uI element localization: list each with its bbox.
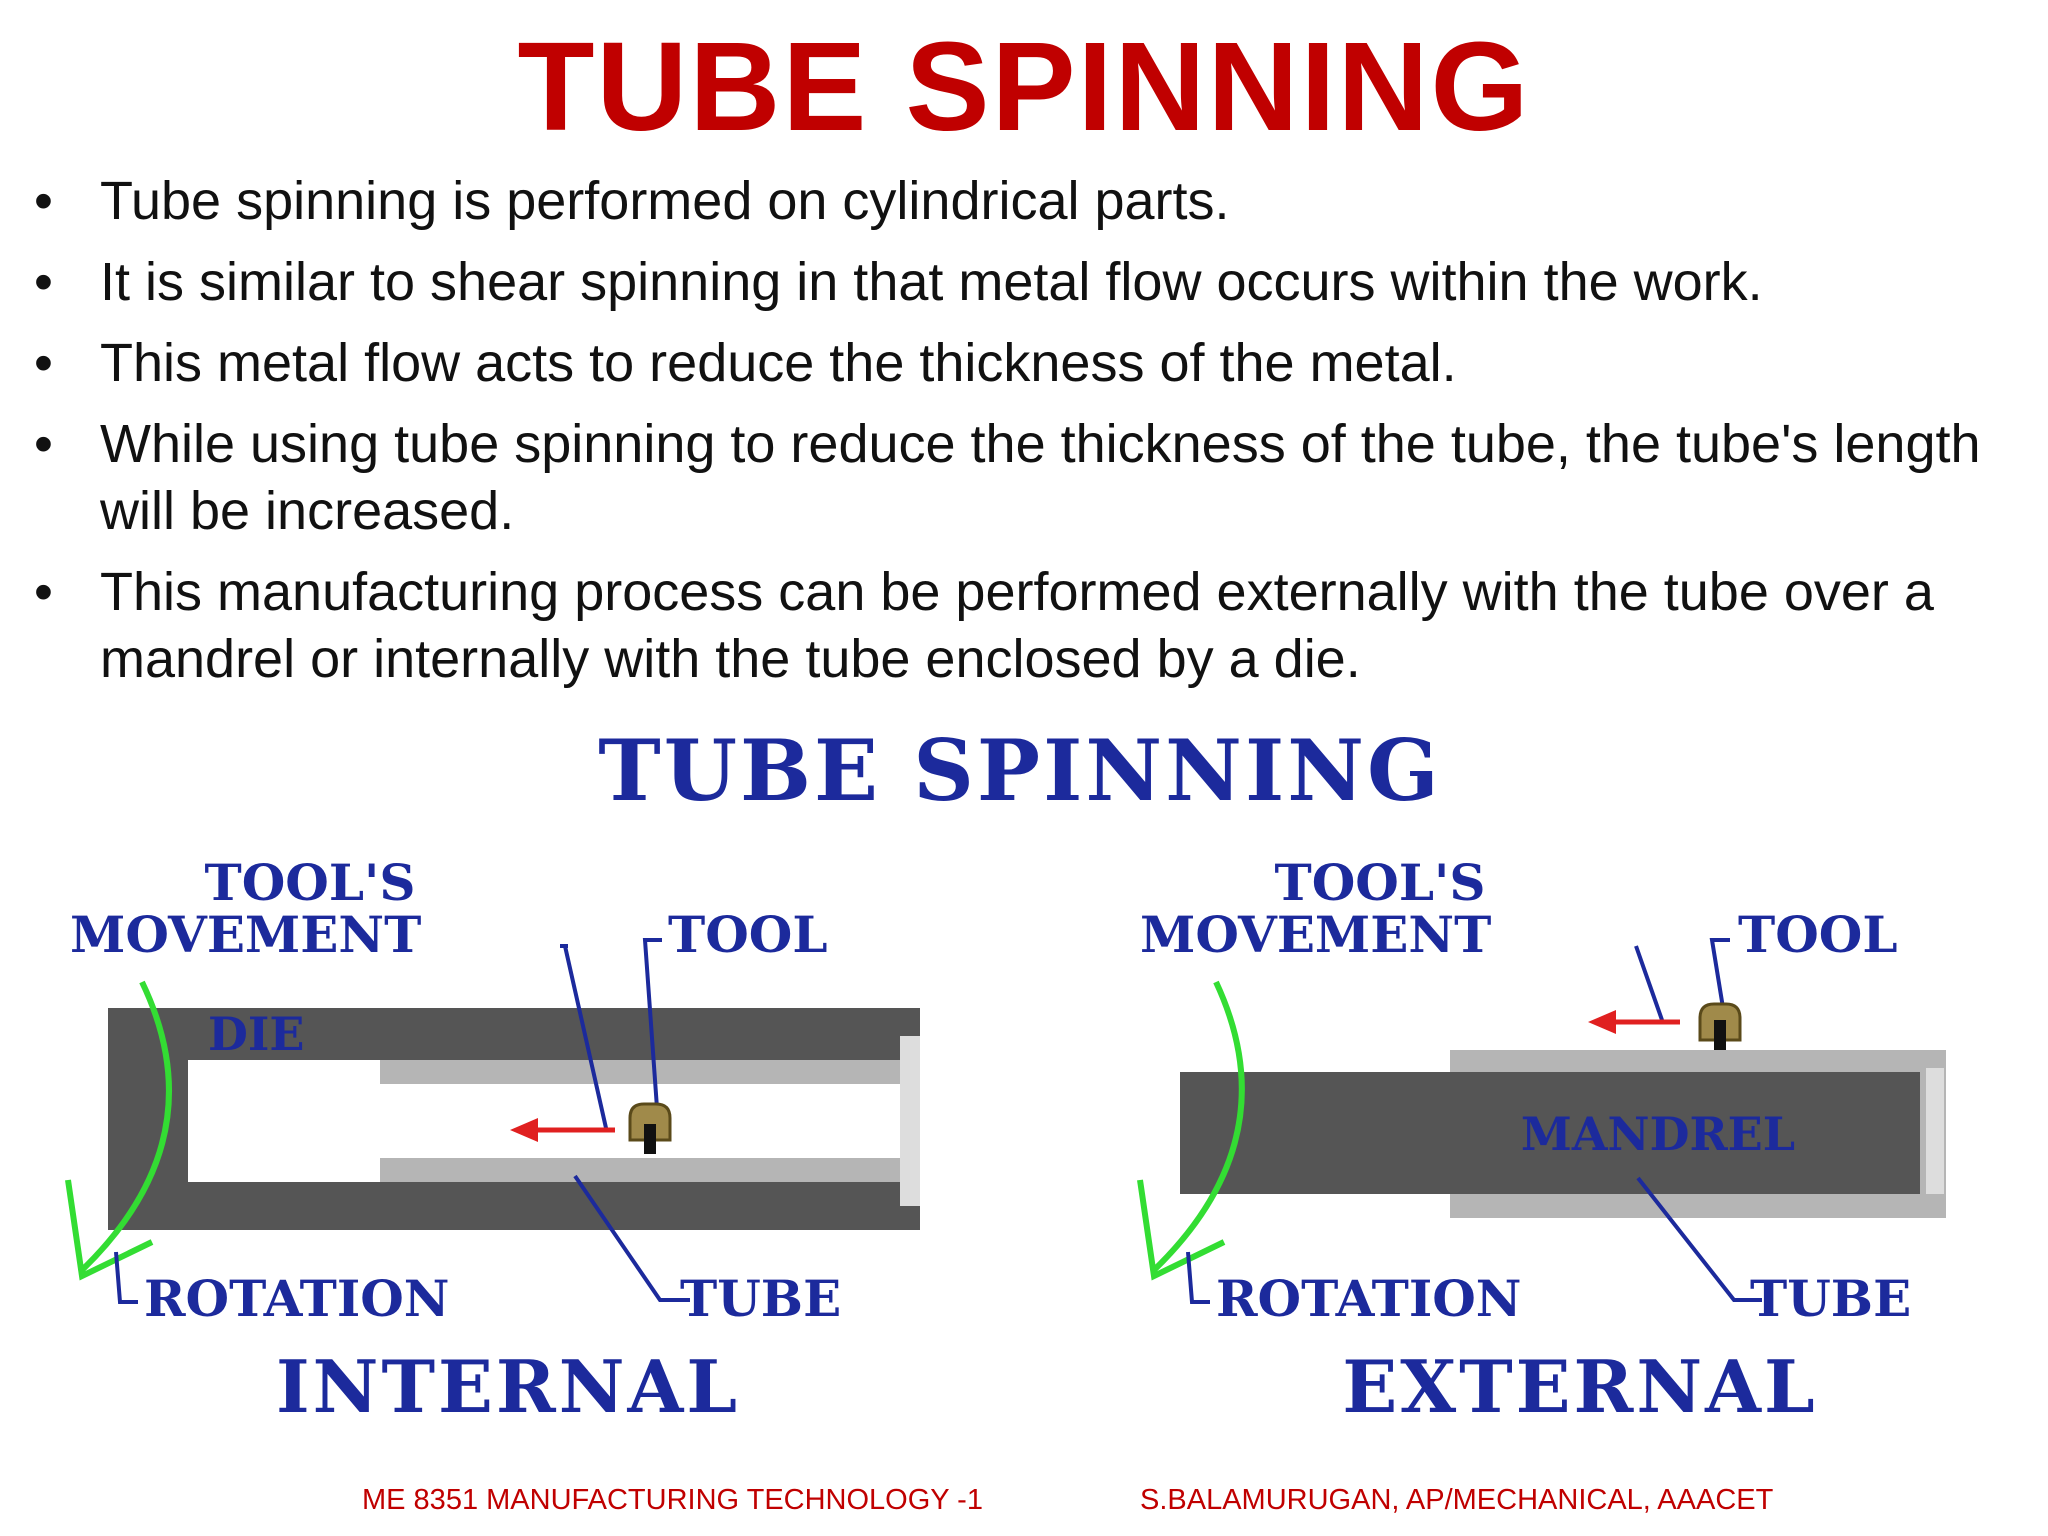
internal-rotation-label: ROTATION — [144, 1269, 450, 1328]
bullet-text: While using tube spinning to reduce the … — [100, 414, 1981, 541]
bullet-item: • While using tube spinning to reduce th… — [20, 411, 2040, 545]
external-diagram: TOOL'S MOVEMENT TOOL MANDREL ROTATION TU… — [1137, 853, 1946, 1429]
internal-rotation-head — [65, 1179, 154, 1281]
external-rotation-head — [1137, 1179, 1226, 1281]
footer-course: ME 8351 MANUFACTURING TECHNOLOGY -1 — [362, 1484, 983, 1516]
internal-caption: INTERNAL — [276, 1344, 740, 1429]
external-tool-leader — [1709, 938, 1730, 1015]
external-movement-label-2: MOVEMENT — [1140, 905, 1491, 964]
internal-tool-leader — [642, 938, 662, 1123]
internal-movement-label-2: MOVEMENT — [70, 905, 421, 964]
bullet-item: • This metal flow acts to reduce the thi… — [20, 330, 2040, 397]
bullet-dot: • — [34, 252, 53, 312]
internal-movement-label-1: TOOL'S — [205, 853, 416, 912]
external-movement-leader — [1634, 945, 1664, 1021]
bullet-item: • It is similar to shear spinning in tha… — [20, 249, 2040, 316]
bullet-item: • This manufacturing process can be perf… — [20, 559, 2040, 693]
internal-tube-leader — [573, 1174, 690, 1302]
internal-die-label: DIE — [208, 1007, 304, 1061]
internal-diagram: TOOL'S MOVEMENT TOOL DIE ROTATION TUBE I… — [65, 853, 920, 1429]
bullet-dot: • — [34, 171, 53, 231]
diagram-title: TUBE SPINNING — [598, 721, 1442, 820]
internal-bore-left — [188, 1060, 380, 1182]
bullet-text: It is similar to shear spinning in that … — [100, 252, 1763, 312]
external-tube-label: TUBE — [1750, 1269, 1911, 1328]
external-rotation-arrow — [1149, 980, 1245, 1275]
tube-spinning-diagram: TUBE SPINNING TOOL'S MOVEMENT TOOL DIE R… — [40, 720, 2000, 1460]
internal-tool-roller — [628, 1102, 672, 1142]
bullet-dot: • — [34, 562, 53, 622]
internal-movement-leader — [563, 945, 608, 1129]
external-rotation-label: ROTATION — [1216, 1269, 1522, 1328]
internal-tool-label: TOOL — [668, 905, 827, 964]
external-tube-leader — [1636, 1176, 1762, 1302]
bullet-dot: • — [34, 414, 53, 474]
footer-author: S.BALAMURUGAN, AP/MECHANICAL, AAACET — [1140, 1484, 1774, 1516]
external-movement-label-1: TOOL'S — [1275, 853, 1486, 912]
external-mandrel-end — [1926, 1068, 1944, 1194]
internal-rotation-leader — [114, 1251, 138, 1304]
external-tool-label: TOOL — [1738, 905, 1897, 964]
internal-arrow-head — [510, 1118, 538, 1142]
external-caption: EXTERNAL — [1342, 1344, 1817, 1429]
bullet-dot: • — [34, 333, 53, 393]
bullet-list: • Tube spinning is performed on cylindri… — [20, 168, 2040, 707]
bullet-text: This manufacturing process can be perfor… — [100, 562, 1934, 689]
slide-title: TUBE SPINNING — [517, 16, 1531, 157]
external-rotation-leader — [1186, 1251, 1210, 1304]
external-arrow-head — [1588, 1010, 1616, 1034]
internal-tube-label: TUBE — [680, 1269, 841, 1328]
bullet-text: This metal flow acts to reduce the thick… — [100, 333, 1457, 393]
internal-rotation-arrow — [77, 980, 172, 1275]
external-mandrel-label: MANDREL — [1521, 1107, 1795, 1161]
external-mandrel — [1180, 1072, 1920, 1194]
internal-tool-tip — [644, 1124, 656, 1154]
external-tool-tip — [1714, 1020, 1726, 1050]
diagram-canvas: TUBE SPINNING TOOL'S MOVEMENT TOOL DIE R… — [65, 721, 1946, 1429]
bullet-item: • Tube spinning is performed on cylindri… — [20, 168, 2040, 235]
bullet-text: Tube spinning is performed on cylindrica… — [100, 171, 1230, 231]
internal-die-end — [900, 1036, 920, 1206]
